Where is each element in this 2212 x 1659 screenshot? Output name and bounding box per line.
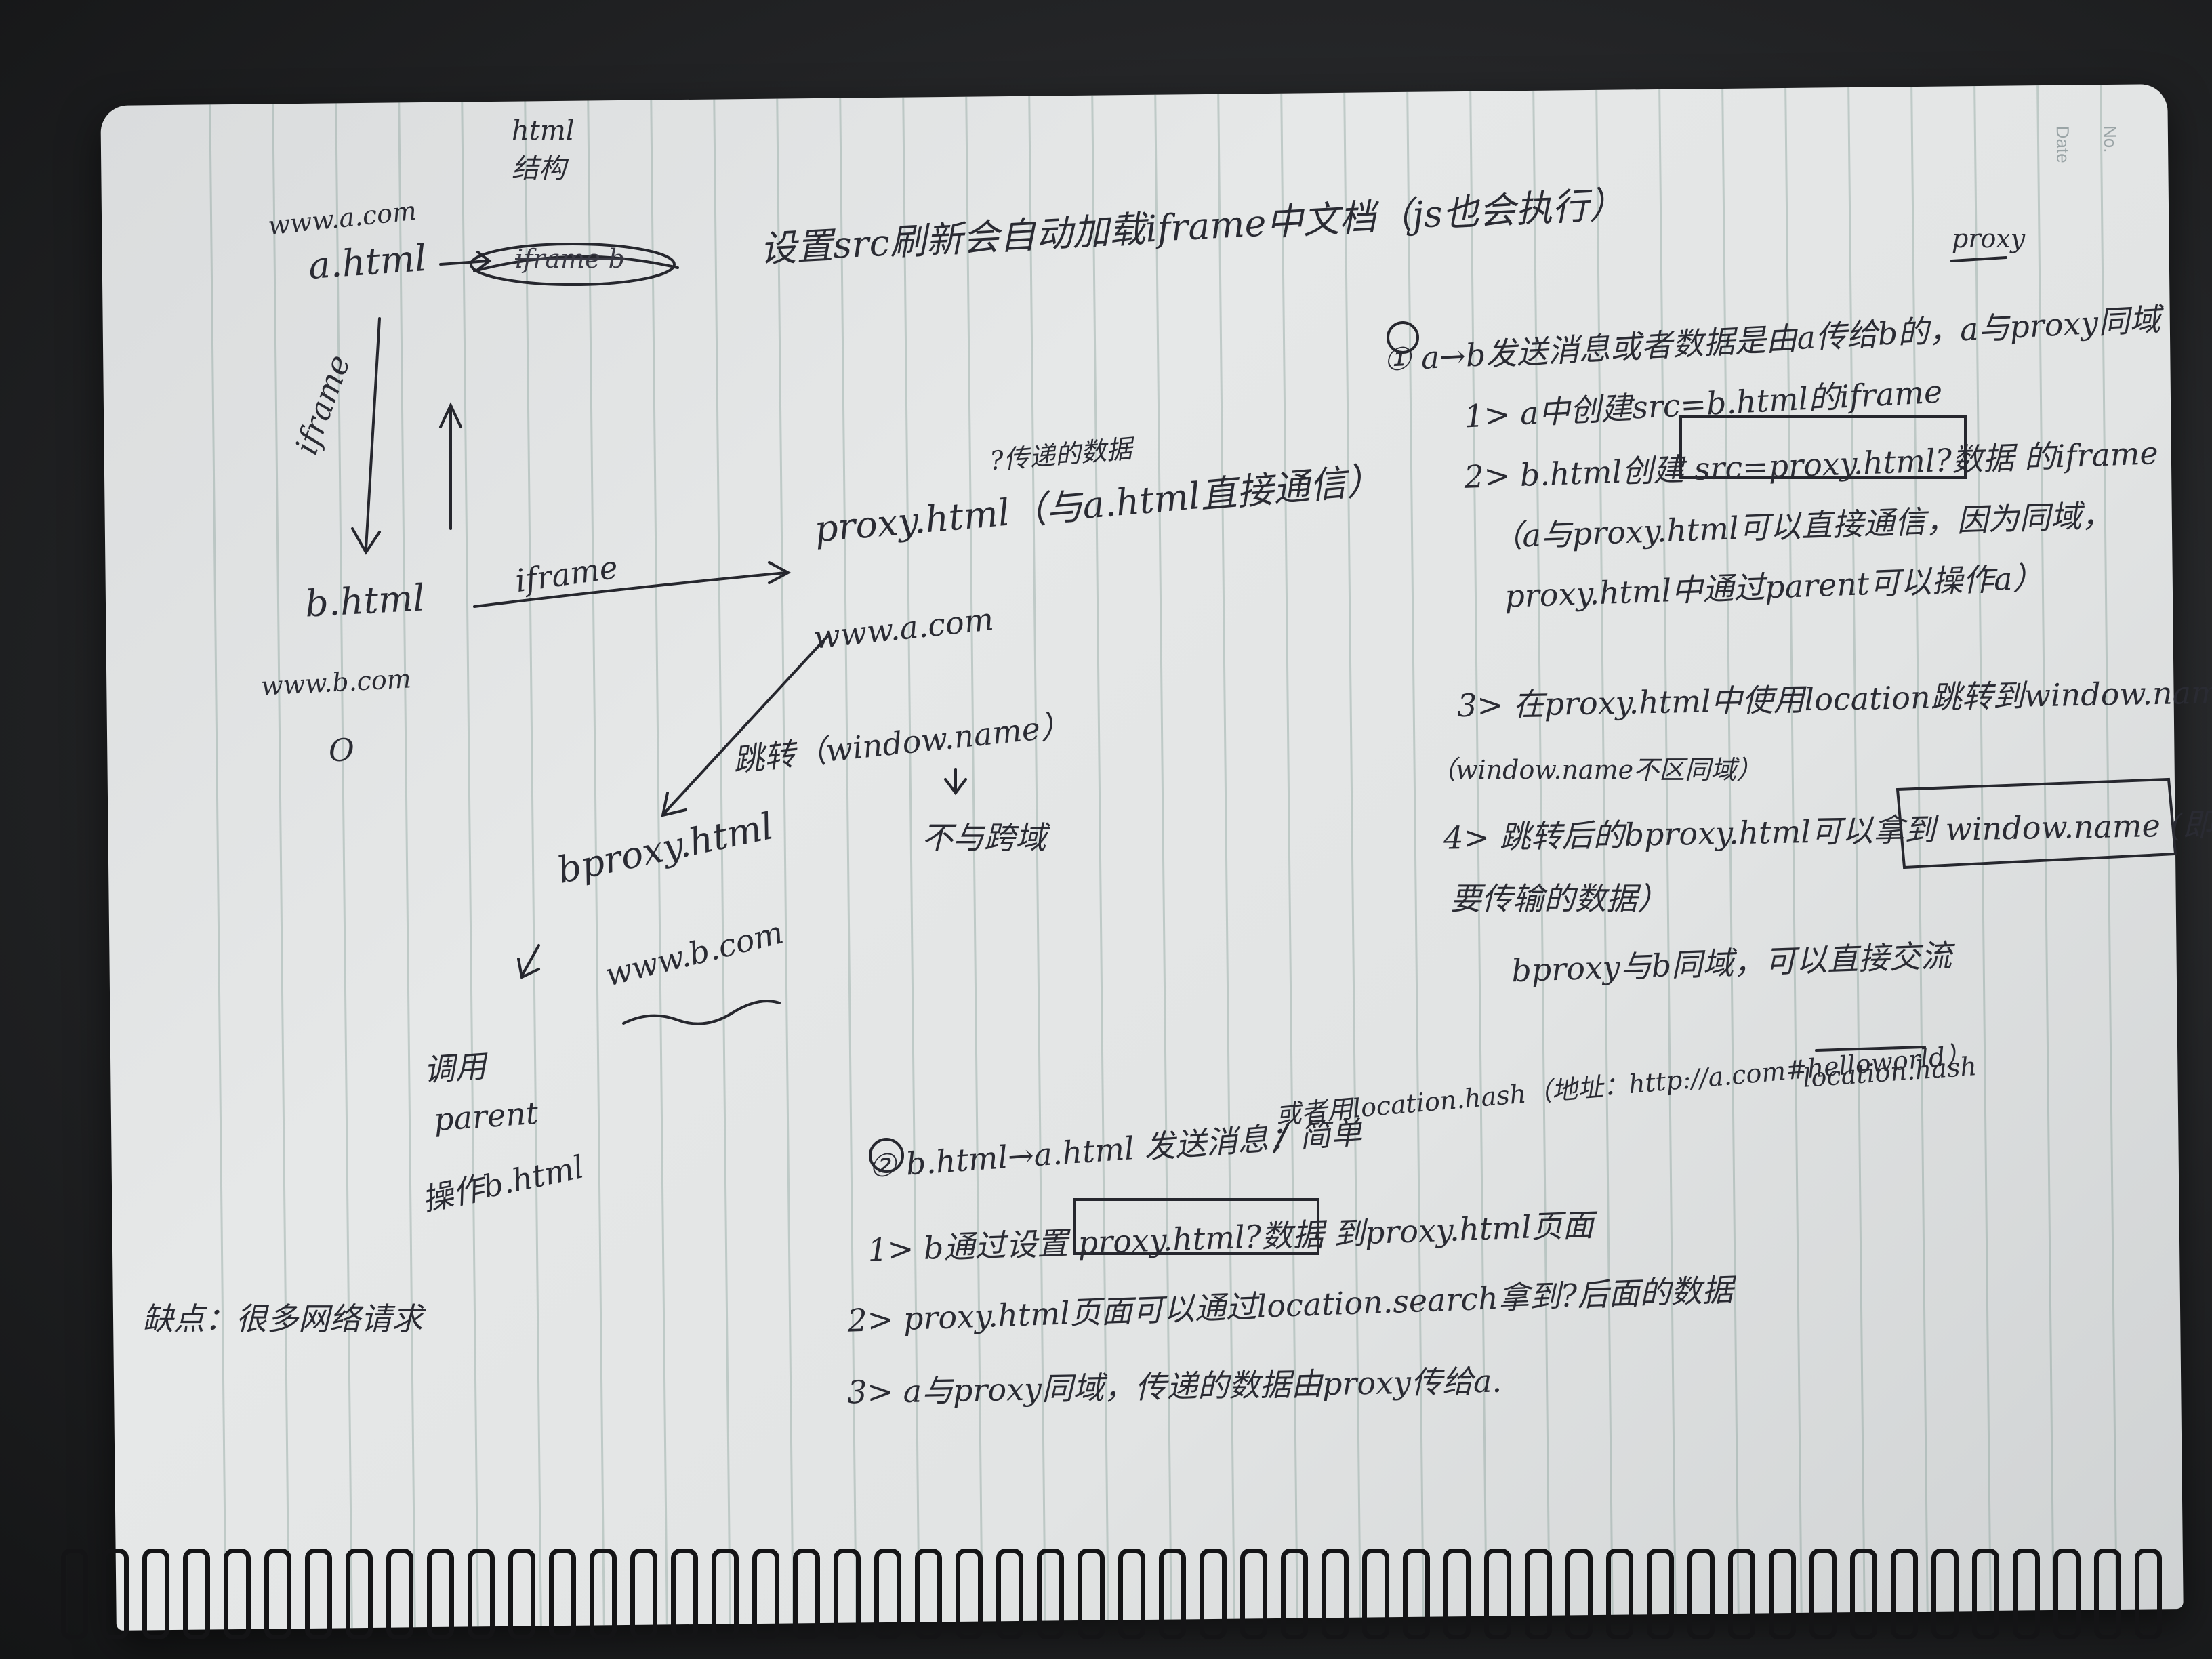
circle-mark: O xyxy=(329,732,354,769)
spiral-coil xyxy=(1728,1549,1755,1639)
call-label: 调用 xyxy=(422,1047,487,1089)
spiral-coil xyxy=(1891,1549,1918,1639)
spiral-coil xyxy=(1809,1549,1837,1639)
spiral-coil xyxy=(1525,1549,1552,1639)
spiral-coil xyxy=(1484,1549,1511,1639)
spiral-coil xyxy=(224,1549,251,1639)
spiral-coil xyxy=(183,1549,210,1639)
spiral-coil xyxy=(1443,1549,1471,1639)
spiral-coil xyxy=(671,1549,698,1639)
ruled-line xyxy=(713,99,731,1624)
spiral-coil xyxy=(1931,1549,1959,1639)
spiral-coil xyxy=(630,1549,657,1639)
spiral-coil xyxy=(1647,1549,1674,1639)
spiral-coil xyxy=(264,1549,291,1639)
ruled-line xyxy=(398,102,416,1628)
spiral-coil xyxy=(712,1549,739,1639)
ruled-line xyxy=(209,104,227,1630)
drawback-note: 缺点：很多网络请求 xyxy=(142,1300,423,1337)
spiral-coil xyxy=(2094,1549,2121,1639)
spiral-coil xyxy=(1687,1549,1715,1639)
spiral-coil xyxy=(1972,1549,1999,1639)
iframe-crossed-label: iframe b xyxy=(515,244,625,274)
spiral-coil xyxy=(590,1549,617,1639)
ruled-line xyxy=(461,102,479,1627)
a-html-label: a.html xyxy=(307,236,428,288)
spiral-coil xyxy=(2053,1549,2081,1639)
spiral-coil xyxy=(305,1549,332,1639)
spiral-coil xyxy=(915,1549,942,1639)
spiral-coil xyxy=(386,1549,413,1639)
spiral-coil xyxy=(1606,1549,1633,1639)
spiral-coil xyxy=(2135,1549,2162,1639)
spiral-coil xyxy=(468,1549,495,1639)
ruled-line xyxy=(335,103,353,1629)
method-1-step: （window.name不区同域） xyxy=(1430,755,1763,785)
proxy-mark-label: proxy xyxy=(1952,224,2026,253)
html-structure-note: html 结构 xyxy=(512,115,575,184)
spiral-coil xyxy=(752,1549,779,1639)
spiral-coil xyxy=(1037,1549,1064,1639)
spiral-coil xyxy=(1403,1549,1430,1639)
spiral-coil xyxy=(508,1549,535,1639)
spiral-coil xyxy=(1200,1549,1227,1639)
ruled-line xyxy=(776,98,794,1624)
spiral-coil xyxy=(1118,1549,1145,1639)
spiral-coil xyxy=(834,1549,861,1639)
spiral-coil xyxy=(956,1549,983,1639)
spiral-coil xyxy=(549,1549,576,1639)
spiral-coil xyxy=(1078,1549,1105,1639)
spiral-coil xyxy=(1565,1549,1593,1639)
not-cross-label: 不与跨域 xyxy=(922,819,1046,856)
b-html-label: b.html xyxy=(304,576,426,626)
spiral-coil xyxy=(2013,1549,2040,1639)
spiral-coil xyxy=(1240,1549,1267,1639)
header-no-label: No. xyxy=(2100,125,2121,153)
spiral-coil xyxy=(793,1549,820,1639)
parent-label: parent xyxy=(432,1094,539,1139)
spiral-coil xyxy=(1281,1549,1308,1639)
spiral-coil xyxy=(346,1549,373,1639)
spiral-coil xyxy=(427,1549,454,1639)
spiral-coil xyxy=(1159,1549,1186,1639)
spiral-coil xyxy=(1850,1549,1877,1639)
spiral-binding xyxy=(61,1549,2212,1659)
spiral-coil xyxy=(1769,1549,1796,1639)
page-header: No. Date xyxy=(2046,125,2128,207)
spiral-coil xyxy=(874,1549,901,1639)
spiral-coil xyxy=(1362,1549,1389,1639)
ruled-line xyxy=(272,104,290,1629)
spiral-coil xyxy=(996,1549,1023,1639)
ruled-line xyxy=(524,101,542,1626)
spiral-coil xyxy=(102,1549,129,1639)
spiral-coil xyxy=(61,1549,88,1639)
header-date-label: Date xyxy=(2052,125,2074,163)
spiral-coil xyxy=(142,1549,169,1639)
spiral-coil xyxy=(1322,1549,1349,1639)
method-1-step: 要传输的数据） xyxy=(1450,880,1668,917)
